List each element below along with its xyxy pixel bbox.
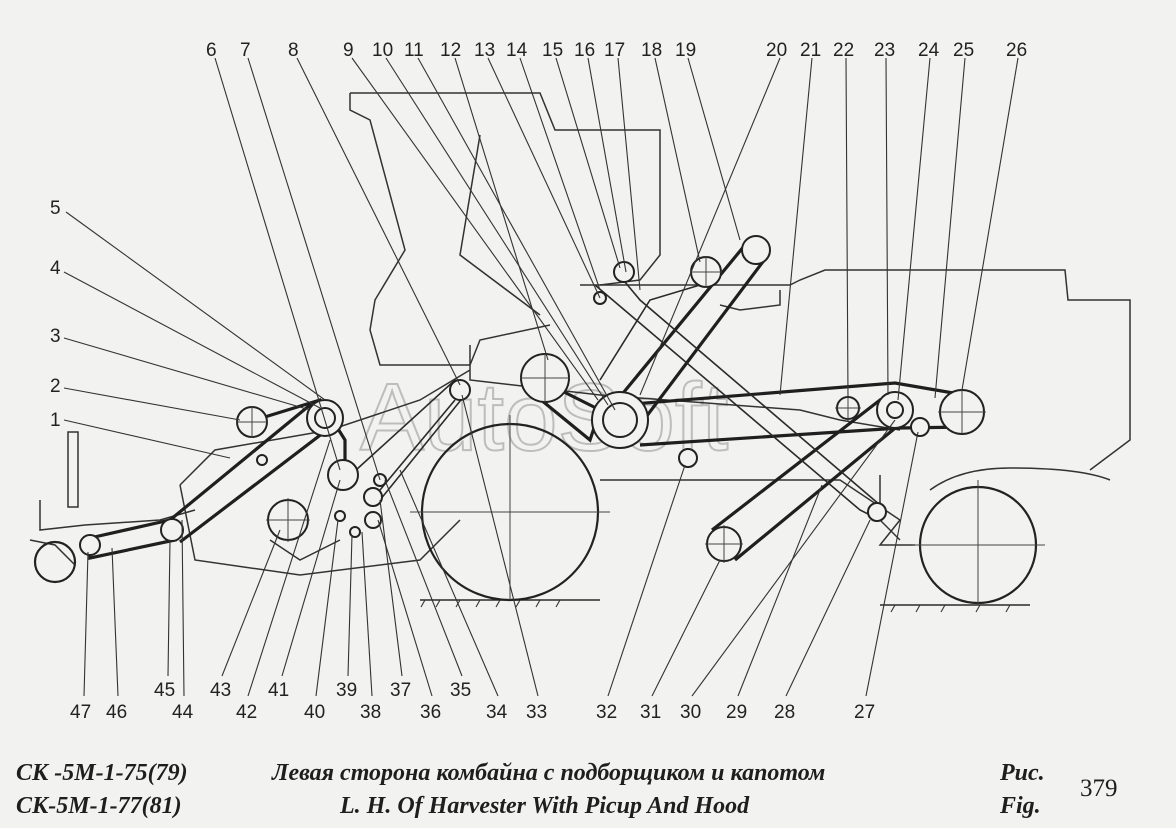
wheels [33,415,1045,605]
callout-30: 30 [680,702,701,723]
callout-5: 5 [50,198,61,219]
pulley-32 [678,448,698,468]
callout-42: 42 [236,702,257,723]
cabin-window [459,134,541,316]
callout-37: 37 [390,680,411,701]
callouts-top: 6 7 8 9 10 11 12 13 14 15 16 17 18 19 20… [206,40,1027,61]
pulley-36 [364,511,382,529]
callout-1: 1 [50,410,61,431]
callout-7: 7 [240,40,251,61]
callout-44: 44 [172,702,194,723]
callout-32: 32 [596,702,617,723]
callout-4: 4 [50,258,61,279]
callout-10: 10 [372,40,393,61]
pulley-16 [613,261,635,283]
callout-27: 27 [854,702,875,723]
figure-label-russian: Рис. [1000,760,1045,786]
pulley-1 [256,454,268,466]
callout-36: 36 [420,702,441,723]
callout-38: 38 [360,702,381,723]
bunker-outline [350,92,661,286]
header-bottom [179,484,461,576]
callout-34: 34 [486,702,508,723]
model-code-1: СК -5М-1-75(79) [16,760,188,786]
callout-20: 20 [766,40,787,61]
pulley-37 [363,487,383,507]
pulley-8 [449,379,471,401]
title-russian: Левая сторона комбайна с подборщиком и к… [272,760,826,786]
rear-fender [929,467,1111,491]
figure-label-english: Fig. [1000,793,1041,819]
pulleys [79,235,986,563]
callouts-left: 5 4 3 2 1 [50,198,61,431]
link-front-2 [379,399,456,491]
callout-18: 18 [641,40,662,61]
callout-39: 39 [336,680,357,701]
callout-47: 47 [70,702,91,723]
callout-35: 35 [450,680,471,701]
callout-12: 12 [440,40,461,61]
callout-14: 14 [506,40,528,61]
callout-6: 6 [206,40,217,61]
callout-17: 17 [604,40,625,61]
callouts-bottom: 47 46 45 44 43 42 41 40 39 38 37 36 35 3… [70,680,875,723]
callout-29: 29 [726,702,747,723]
callout-45: 45 [154,680,175,701]
callout-8: 8 [288,40,299,61]
callout-9: 9 [343,40,354,61]
pulley-39 [334,510,346,522]
pickup-post [67,431,79,508]
callout-22: 22 [833,40,854,61]
callout-40: 40 [304,702,325,723]
pulley-20 [741,235,771,265]
header-detail [269,539,341,561]
callout-41: 41 [268,680,289,701]
callout-33: 33 [526,702,547,723]
callout-25: 25 [953,40,974,61]
callout-11: 11 [404,40,424,61]
engine-hood [580,269,1131,471]
callout-19: 19 [675,40,696,61]
callout-24: 24 [918,40,940,61]
pulley-45 [160,518,184,542]
cabin-outline [349,93,551,366]
callout-23: 23 [874,40,895,61]
callout-31: 31 [640,702,661,723]
callout-15: 15 [542,40,563,61]
callout-28: 28 [774,702,795,723]
callout-2: 2 [50,376,61,397]
figure-number: 379 [1080,775,1118,802]
callout-43: 43 [210,680,231,701]
pulley-41 [327,459,359,491]
callout-16: 16 [574,40,595,61]
pickup-wheel [33,540,77,584]
pulley-24 [910,417,930,437]
callout-46: 46 [106,702,127,723]
pulley-38 [349,526,361,538]
pickup-arm [29,539,76,566]
callout-21: 21 [800,40,821,61]
callout-3: 3 [50,326,61,347]
pulley-28 [867,502,887,522]
model-code-2: СК-5М-1-77(81) [16,793,182,819]
callout-13: 13 [474,40,495,61]
callout-26: 26 [1006,40,1027,61]
leader-lines [63,57,1019,697]
title-english: L. H. Of Harvester With Picup And Hood [340,793,750,819]
harvester-body [29,92,1131,613]
pulley-47 [79,534,101,556]
lower-frame [600,479,915,546]
